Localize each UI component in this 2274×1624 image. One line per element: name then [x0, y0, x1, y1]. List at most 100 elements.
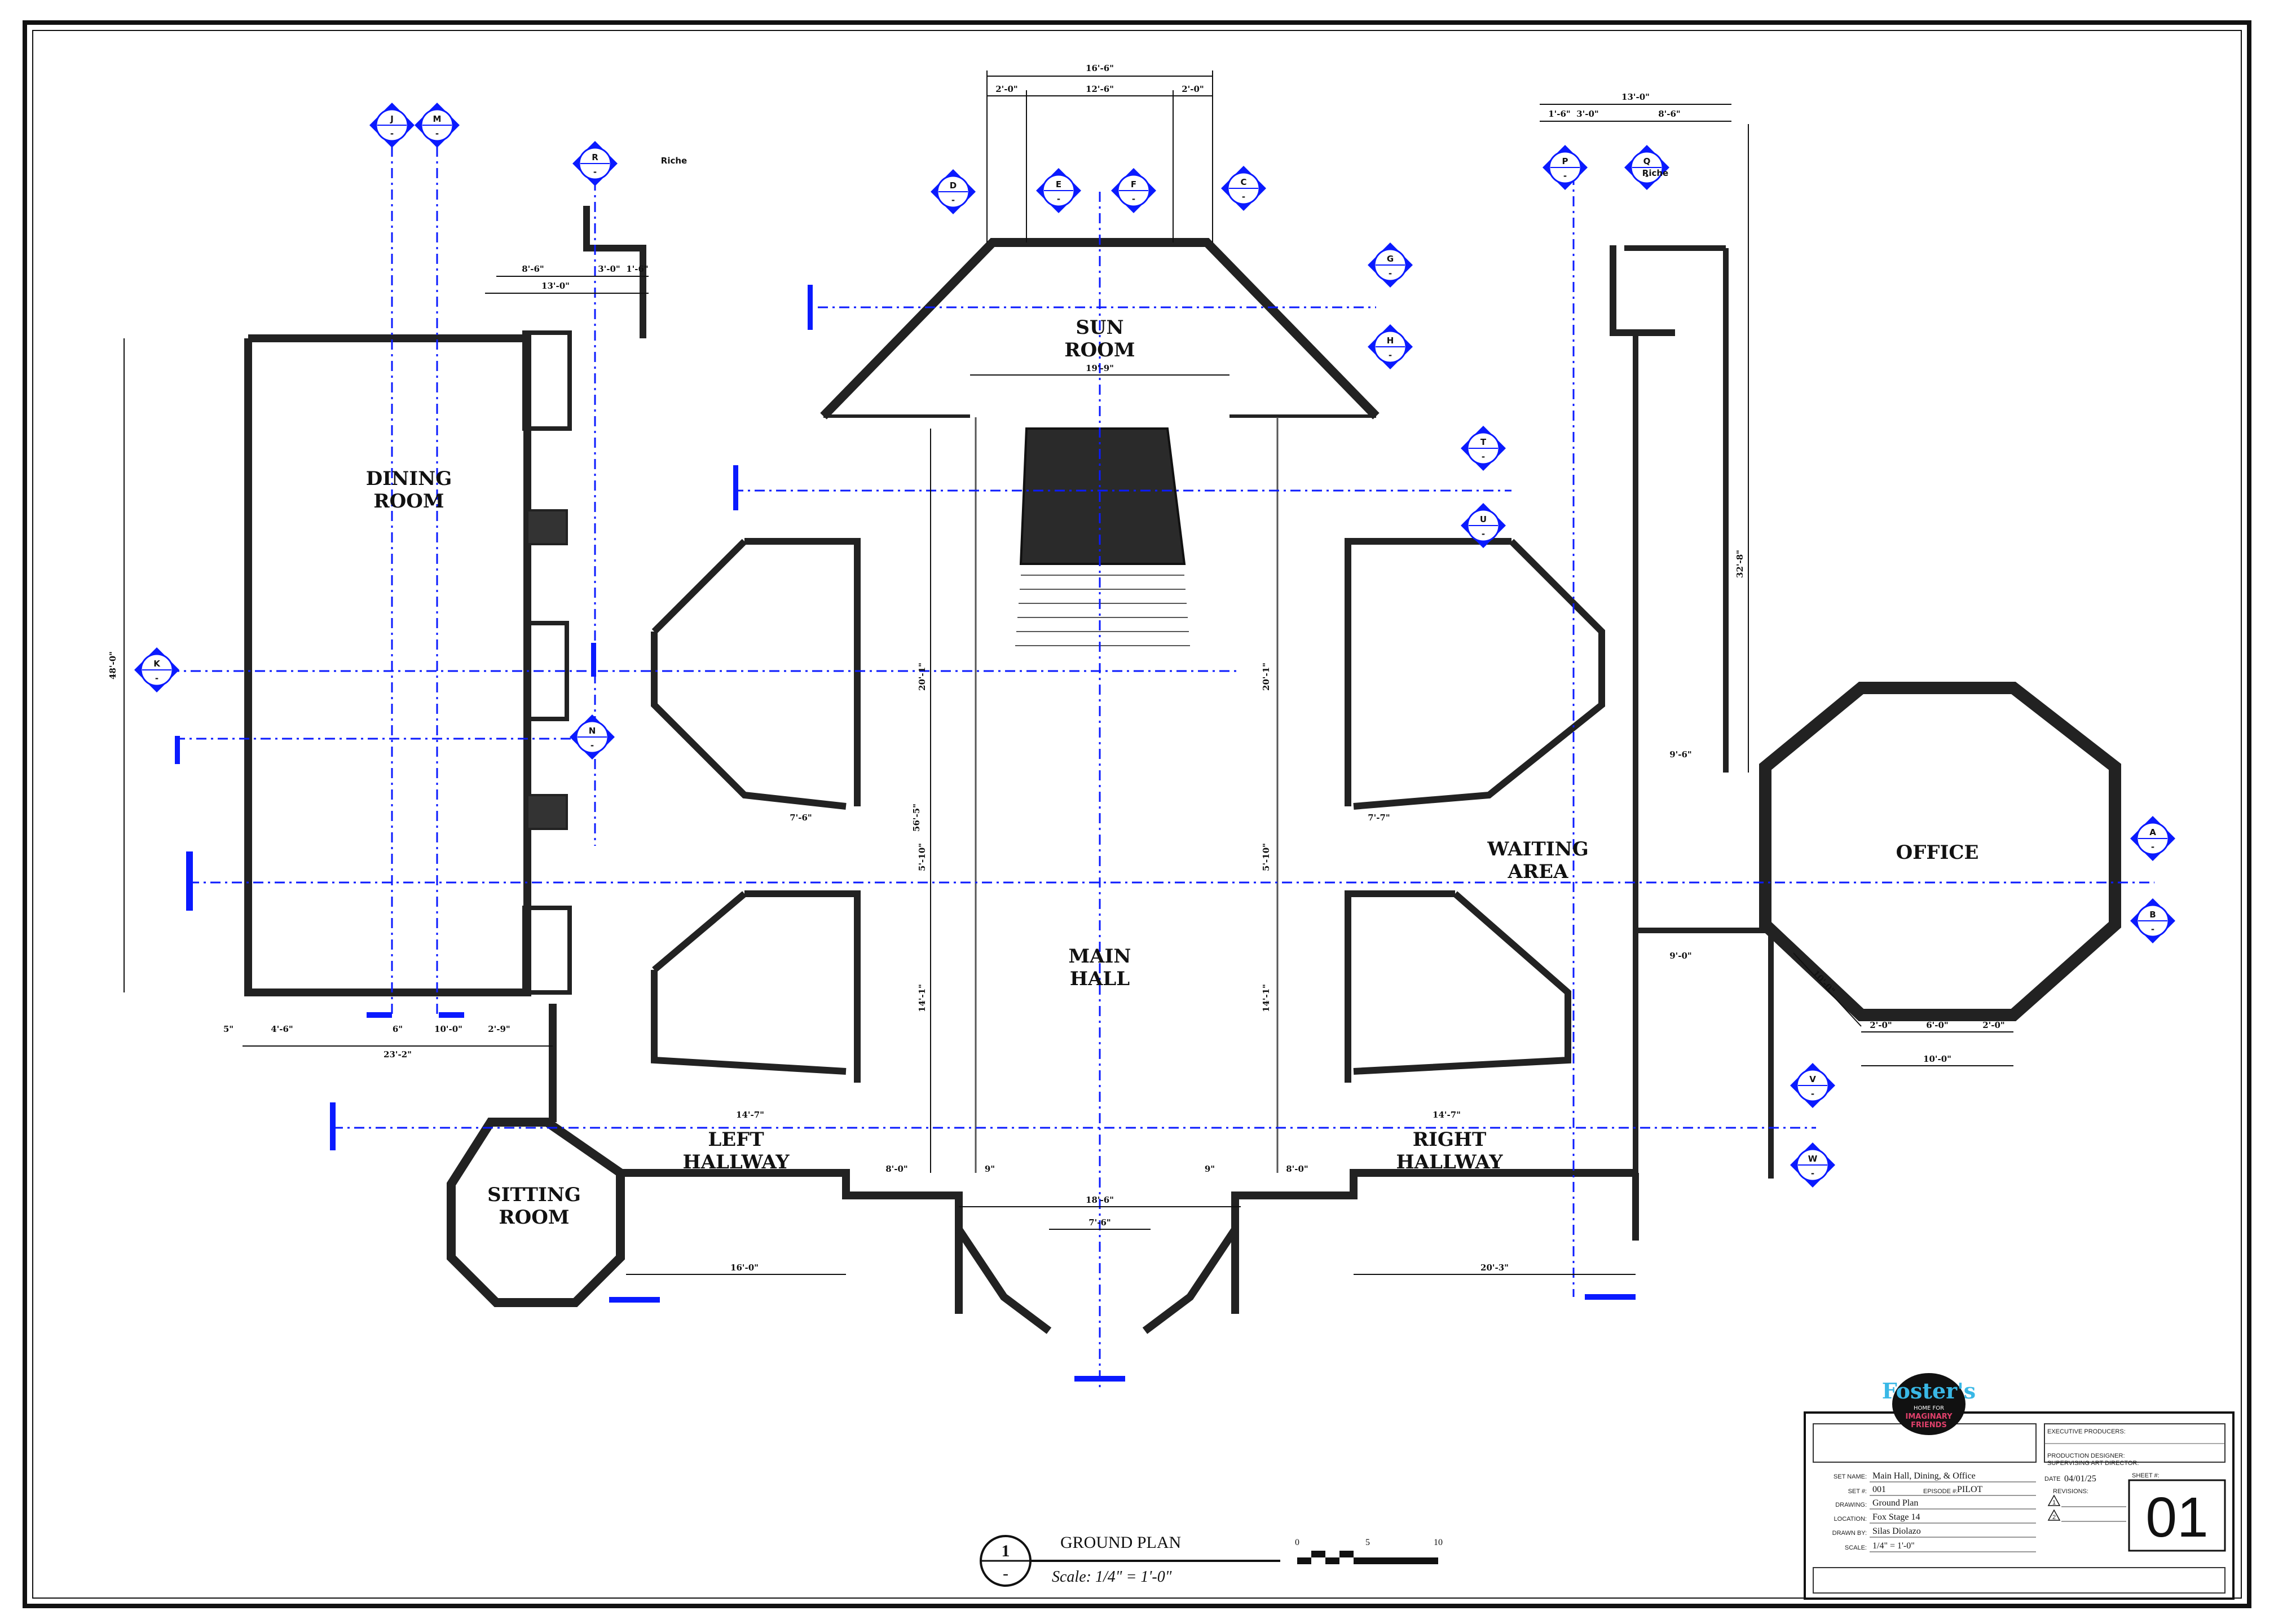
dim-col-a-right: 20'-1" [1261, 663, 1271, 691]
title-block-footer-box [1813, 1567, 2225, 1594]
dining-bench-2 [526, 794, 568, 830]
section-callout-g: G- [1368, 242, 1413, 288]
left-lower-lower [651, 970, 847, 1075]
sheet-label: SHEET #: [2132, 1472, 2160, 1479]
sun-room-label-1: SUN [1076, 316, 1123, 339]
section-callout-r: R- [572, 141, 618, 186]
section-callouts: J-M-R-D-E-F-C-G-H-P-Q-T-U-K-N-A-B-V-W-Ri… [134, 103, 2175, 1188]
episode-value: PILOT [1957, 1485, 1983, 1494]
logo-fosters: Foster's [1882, 1378, 1976, 1404]
callout-sub: - [1057, 194, 1060, 204]
dim-sun-right: 2'-0" [1182, 84, 1204, 94]
callout-letter: E [1056, 179, 1061, 189]
sheet-number: 01 [2145, 1486, 2208, 1549]
logo-backdrop [1892, 1373, 1965, 1435]
entry-left-wall [955, 1227, 1052, 1334]
callout-sub: - [1132, 194, 1135, 204]
dim-left-top-a: 8'-6" [522, 264, 544, 274]
callout-letter: B [2149, 910, 2156, 920]
dim-left-top-b: 3'-0" [598, 264, 620, 274]
dining-cabinet-top [522, 330, 572, 431]
waiting-area-label-2: AREA [1508, 860, 1569, 883]
dimension-lines [124, 70, 2013, 1275]
section-callout-a: A- [2130, 816, 2175, 861]
left-upper-lower [651, 632, 847, 810]
sitting-room-label-2: ROOM [499, 1206, 569, 1229]
left-upper-room-wall [744, 538, 861, 806]
dining-room-label-1: DINING [366, 467, 452, 490]
callout-letter: W [1808, 1154, 1818, 1164]
callout-letter: A [2149, 827, 2156, 837]
stair-treads [1015, 575, 1190, 646]
section-callout-n: N- [570, 714, 615, 760]
scale-value: 1/4" = 1'-0" [1872, 1541, 1915, 1551]
section-tick [439, 1012, 464, 1018]
drawing-name: GROUND PLAN [1060, 1533, 1181, 1552]
exec-producers-label: EXECUTIVE PRODUCERS: [2047, 1428, 2126, 1435]
section-callout-u: U- [1461, 503, 1506, 548]
callout-sub: - [593, 167, 597, 177]
dining-room-wall [244, 334, 531, 996]
callout-sub: - [951, 195, 955, 205]
left-lower-room-wall [744, 890, 861, 1083]
dim-entry-width: 7'-6" [1088, 1217, 1111, 1228]
scale-bar-long [1368, 1557, 1438, 1564]
dim-waiting-a: 9'-6" [1669, 749, 1692, 760]
office-octagon-wall [1759, 682, 2121, 1021]
section-lines [169, 147, 2154, 1387]
date-label: DATE [2044, 1476, 2061, 1482]
dim-side-b-right: 9" [1205, 1164, 1215, 1174]
callout-letter: Q [1643, 156, 1651, 166]
section-callout-m: M- [415, 103, 460, 148]
office-label: OFFICE [1896, 841, 1979, 864]
section-ticks [175, 285, 1636, 1382]
left-hallway-label-2: HALLWAY [683, 1151, 790, 1173]
dim-office-c: 2'-0" [1982, 1020, 2005, 1030]
sun-room-label-2: ROOM [1064, 339, 1135, 361]
callout-sub: - [1389, 350, 1392, 360]
sheet-inner-border [32, 30, 2242, 1599]
scale-bar-seg [1325, 1557, 1339, 1564]
right-lower-diag [1353, 891, 1571, 1075]
callout-letter: C [1240, 177, 1246, 187]
sitting-room-wall [447, 1118, 625, 1307]
dim-side-a: 8'-0" [885, 1164, 908, 1174]
location-value: Fox Stage 14 [1872, 1512, 1920, 1522]
drawing-number-sub: - [1003, 1564, 1008, 1583]
dim-rail-a: 4'-6" [271, 1024, 293, 1034]
main-hall-label-2: HALL [1070, 968, 1130, 990]
dim-sun-width: 19'-9" [1086, 363, 1114, 373]
section-callout-q: Q- [1624, 145, 1669, 190]
left-lower-diag [652, 891, 747, 973]
dim-right-c: 8'-6" [1658, 109, 1681, 119]
right-lower-room-wall [1345, 890, 1455, 1083]
dim-right-overall: 13'-0" [1621, 92, 1650, 102]
section-tick [1585, 1294, 1636, 1300]
riche-label: Riche [661, 156, 687, 166]
section-tick [609, 1297, 660, 1303]
section-callout-k: K- [134, 647, 179, 692]
drawing-value: Ground Plan [1872, 1498, 1918, 1508]
dim-dining-height: 48'-0" [108, 651, 118, 679]
scale-bar-seg [1311, 1551, 1325, 1557]
dim-waiting-b: 9'-0" [1669, 951, 1692, 961]
dining-cabinet-bottom [522, 906, 572, 995]
callout-sub: - [1389, 268, 1392, 279]
callout-letter: J [390, 114, 394, 124]
room-labels: SUN ROOM DINING ROOM MAIN HALL WAITING A… [366, 316, 1979, 1229]
dim-line-office-diag [1793, 952, 1862, 1027]
dim-side-a-right: 8'-0" [1286, 1164, 1308, 1174]
sheet-number-box [2128, 1479, 2226, 1552]
dim-rail-b: 10'-0" [434, 1024, 462, 1034]
dim-col-b-right: 14'-1" [1261, 984, 1271, 1012]
drawing-label: DRAWING: [1835, 1502, 1867, 1508]
set-name-value: Main Hall, Dining, & Office [1872, 1471, 1976, 1481]
dim-main-height: 56'-5" [911, 804, 922, 832]
dim-rail-d: 5" [223, 1024, 233, 1034]
callout-letter: P [1562, 156, 1568, 166]
callout-sub: - [590, 740, 594, 751]
logo-friends: FRIENDS [1911, 1421, 1947, 1429]
revision-1-triangle [2047, 1494, 2061, 1506]
callout-letter: T [1480, 437, 1487, 447]
